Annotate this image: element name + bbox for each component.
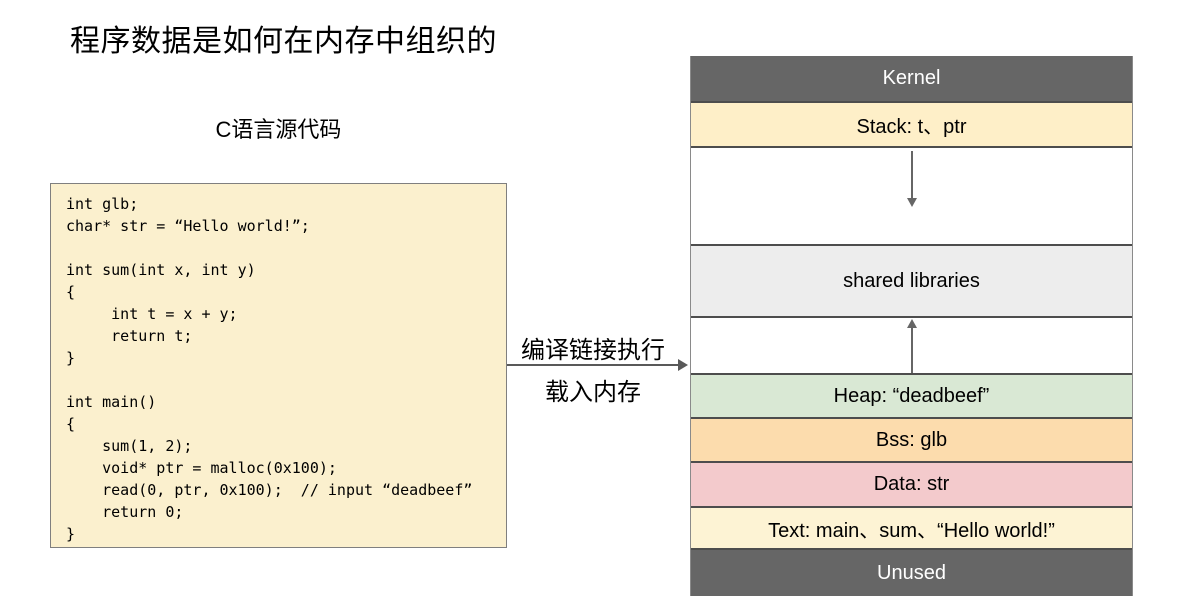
section-label: shared libraries: [843, 269, 980, 292]
source-code-label: C语言源代码: [215, 117, 342, 142]
compile-arrow-label-top: 编译链接执行: [521, 337, 665, 364]
compile-arrow-label-bottom: 载入内存: [545, 379, 641, 406]
section-label: Data: str: [873, 473, 950, 495]
right-arrow-icon: [507, 364, 679, 366]
memory-section-heap: Heap: “deadbeef”: [691, 373, 1132, 417]
section-label: Unused: [877, 561, 946, 584]
section-label: Kernel: [882, 67, 941, 89]
memory-section-kernel: Kernel: [691, 56, 1132, 101]
memory-section-data: Data: str: [691, 461, 1132, 506]
memory-section-heap-growth-gap: [691, 316, 1132, 373]
heap-growth-up-arrow-icon: [910, 327, 913, 373]
memory-section-shared-libraries: shared libraries: [691, 244, 1132, 316]
memory-section-stack-growth-gap: [691, 146, 1132, 244]
stack-growth-down-arrow-icon: [910, 151, 913, 199]
memory-section-unused: Unused: [691, 548, 1132, 596]
memory-map: Kernel Stack: t、ptr shared libraries Hea…: [690, 56, 1133, 596]
memory-section-text: Text: main、sum、“Hello world!”: [691, 506, 1132, 548]
section-label: Bss: glb: [875, 428, 948, 451]
memory-section-stack: Stack: t、ptr: [691, 101, 1132, 146]
section-label: Stack: t、ptr: [856, 116, 967, 138]
page-title: 程序数据是如何在内存中组织的: [70, 25, 497, 58]
section-label: Heap: “deadbeef”: [833, 384, 990, 407]
right-arrowhead-icon: [678, 359, 688, 371]
source-code-box: int glb; char* str = “Hello world!”; int…: [50, 183, 507, 548]
memory-section-bss: Bss: glb: [691, 417, 1132, 461]
section-label: Text: main、sum、“Hello world!”: [768, 519, 1055, 542]
